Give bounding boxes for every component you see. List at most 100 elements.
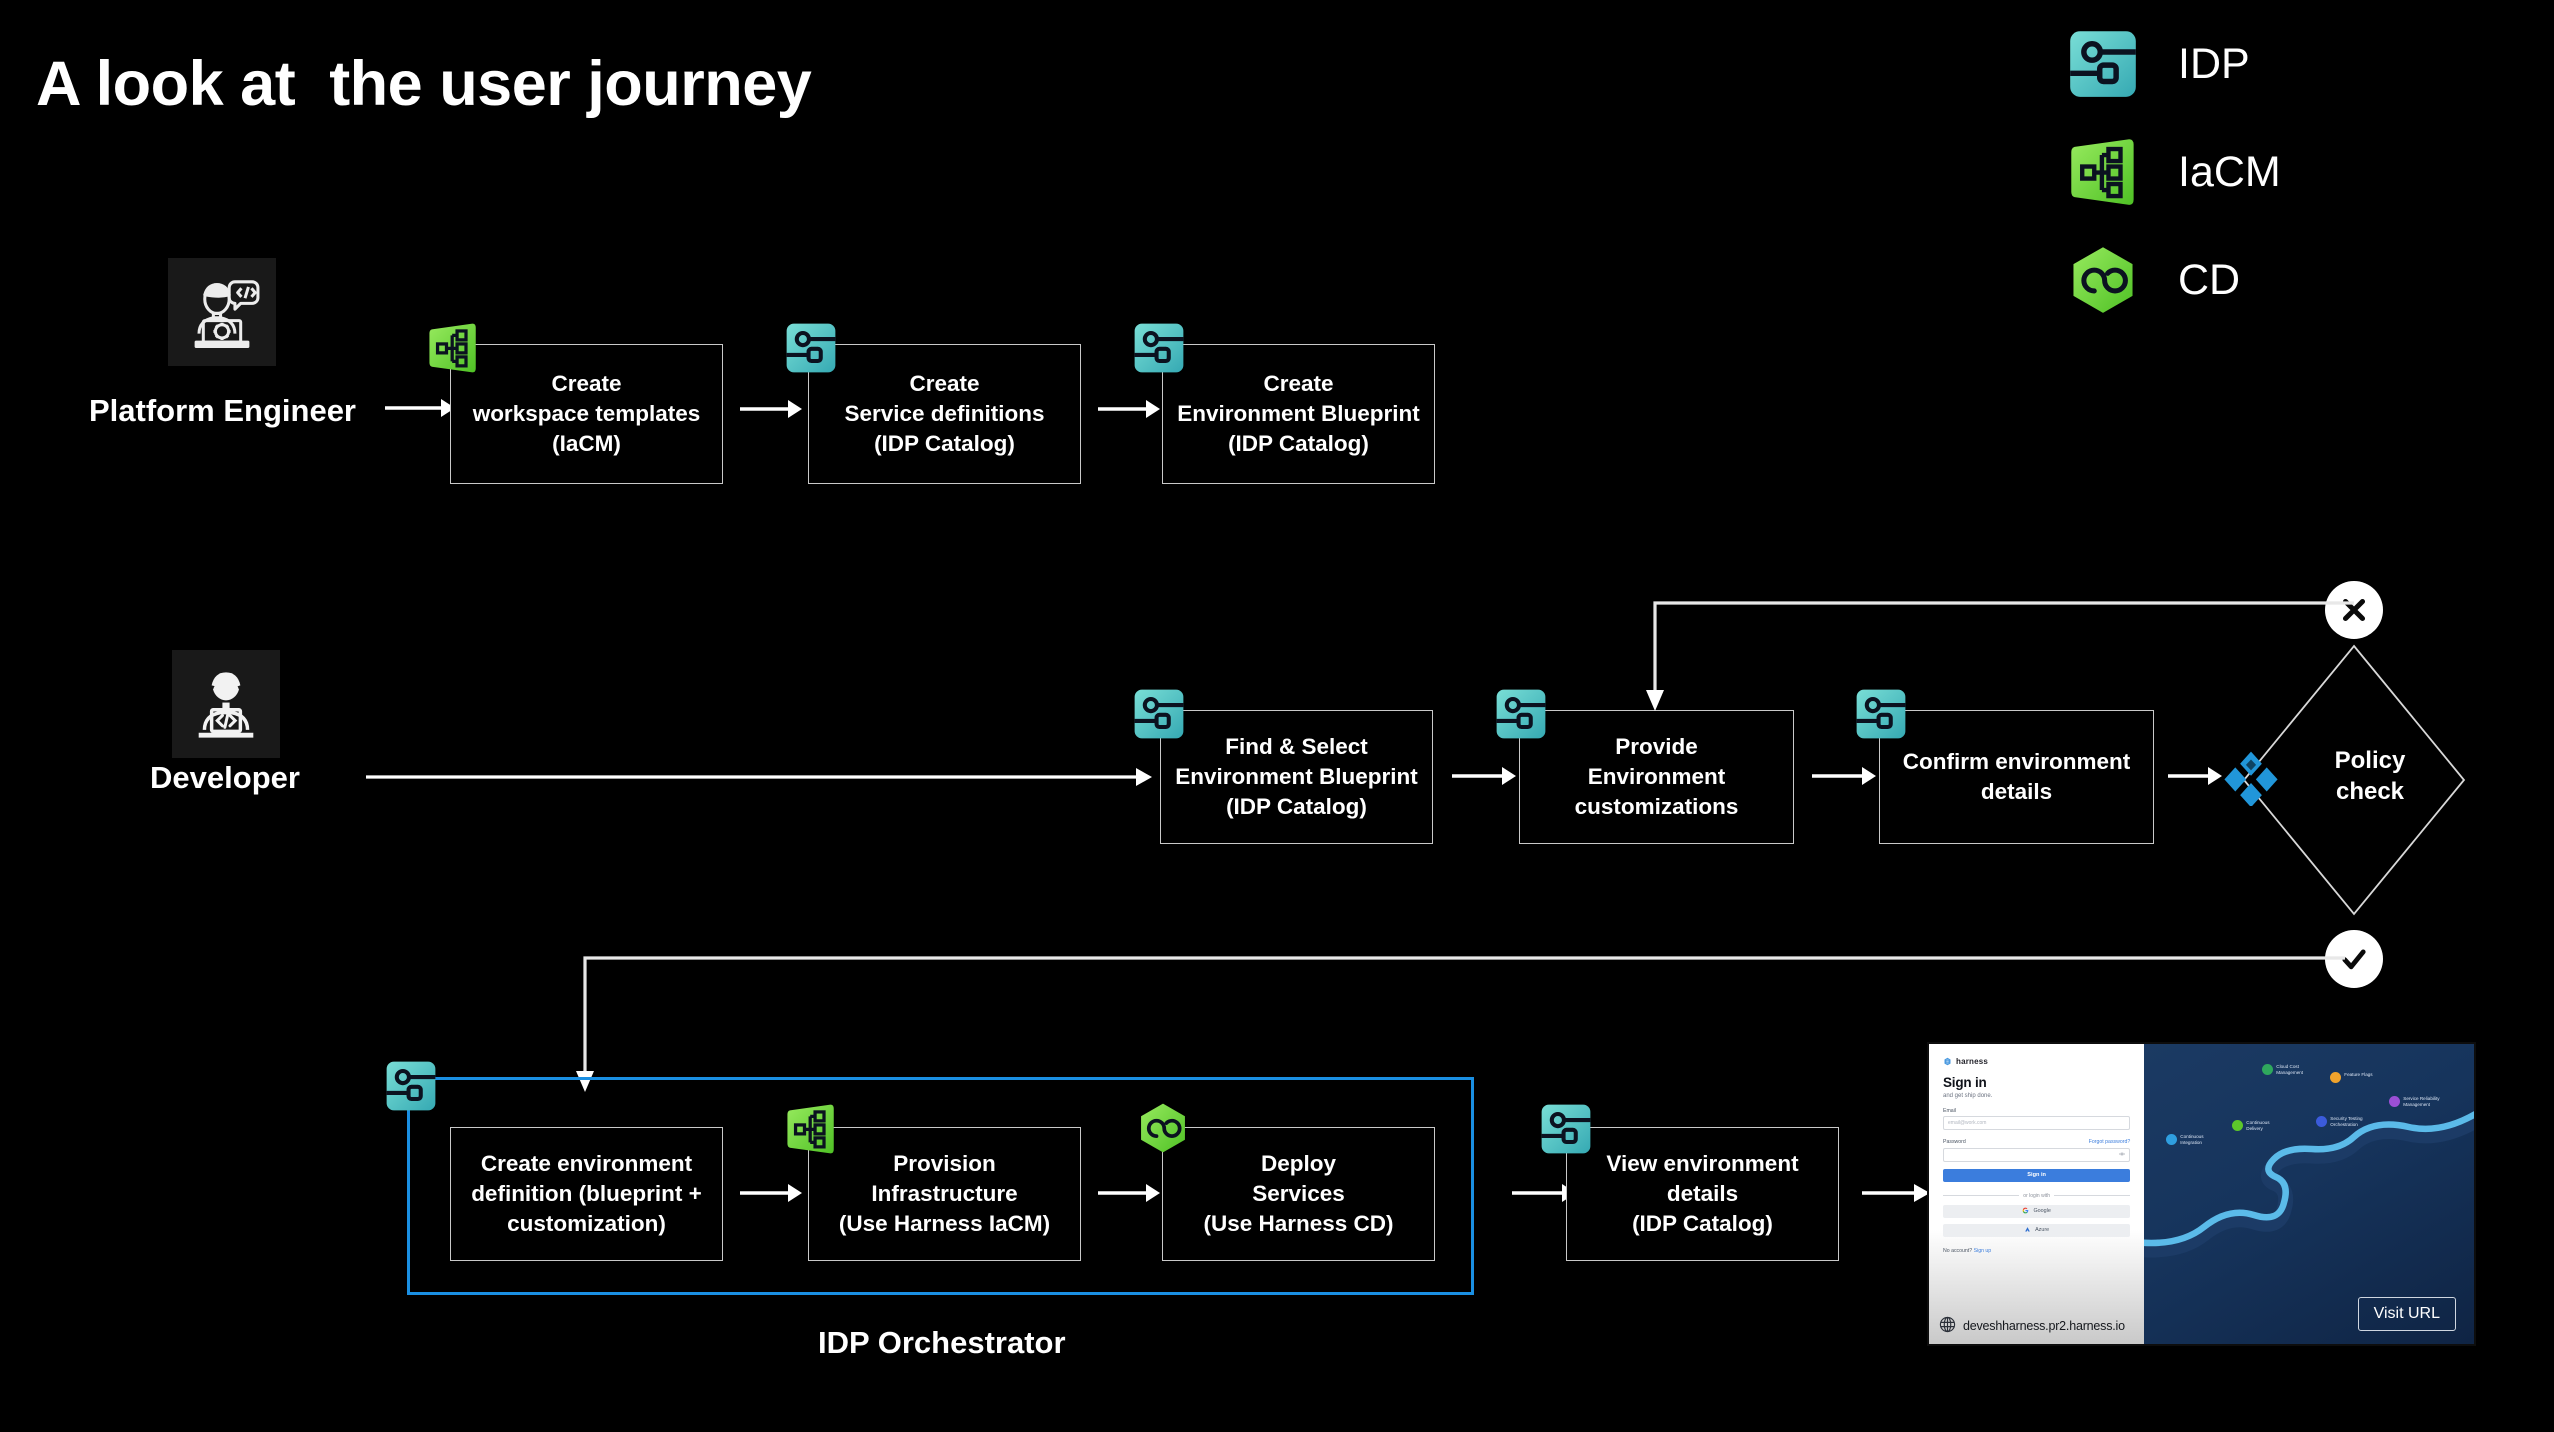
azure-login-button[interactable]: Azure: [1943, 1223, 2131, 1237]
divider-line-left: [1943, 1195, 2020, 1196]
step-create-service-definitions[interactable]: Create Service definitions (IDP Catalog): [808, 344, 1081, 484]
step-create-workspace-templates[interactable]: Create workspace templates (IaCM): [450, 344, 723, 484]
policy-opa-icon: [2222, 748, 2280, 811]
connector-find-to-provide: [1452, 767, 1516, 785]
step-label: Provide Environment customizations: [1574, 734, 1739, 819]
legend-item-label: IaCM: [2178, 147, 2281, 196]
roadmap-node-label: Service Reliability Management: [2403, 1096, 2440, 1107]
password-input[interactable]: [1943, 1147, 2131, 1162]
step-find-select-environment-blueprint[interactable]: Find & Select Environment Blueprint (IDP…: [1160, 710, 1433, 844]
roadmap-node-label: Security Testing Orchestration: [2330, 1116, 2363, 1127]
module-dot-icon: [2262, 1064, 2274, 1075]
step-label: Provision Infrastructure (Use Harness Ia…: [838, 1151, 1051, 1236]
page-title: A look at the user journey: [36, 49, 812, 119]
step-create-environment-definition[interactable]: Create environment definition (blueprint…: [450, 1127, 723, 1261]
developer-avatar-icon: [172, 650, 280, 758]
step-view-environment-details[interactable]: View environment details (IDP Catalog): [1566, 1127, 1839, 1261]
idp-module-icon: [1133, 688, 1185, 740]
google-login-label: Google: [2033, 1208, 2051, 1214]
eye-icon[interactable]: [2119, 1151, 2126, 1159]
idp-orchestrator-group: [407, 1077, 1474, 1295]
harness-logo-text: harness: [1956, 1057, 1989, 1066]
platform-engineer-label: Platform Engineer: [89, 393, 356, 428]
module-dot-icon: [2316, 1116, 2328, 1127]
connector-step1-to-step2: [740, 400, 802, 418]
no-account-row: No account? Sign up: [1943, 1248, 2130, 1254]
email-label: Email: [1943, 1107, 1956, 1114]
azure-icon: [2024, 1226, 2031, 1235]
idp-module-icon: [785, 322, 837, 374]
environment-url-screenshot-card[interactable]: harness Sign in and get ship done. Email…: [1929, 1044, 2474, 1344]
connector-step2-to-step3: [1098, 400, 1160, 418]
idp-module-icon: [1540, 1103, 1592, 1155]
environment-url-row: deveshharness.pr2.harness.io: [1939, 1316, 2125, 1336]
email-placeholder: email@work.com: [1948, 1120, 1987, 1126]
legend: IDP IaCM: [2068, 10, 2538, 334]
idp-orchestrator-label: IDP Orchestrator: [818, 1325, 1066, 1360]
harness-logo: harness: [1943, 1057, 2130, 1066]
legend-item-label: IDP: [2178, 39, 2250, 88]
forgot-password-link[interactable]: Forgot password?: [2088, 1139, 2131, 1145]
connector-provide-to-confirm: [1812, 767, 1876, 785]
signin-subheading: and get ship done.: [1943, 1092, 1993, 1099]
platform-engineer-avatar-icon: [168, 258, 276, 366]
roadmap-node-label: Continuous Integration: [2180, 1134, 2204, 1145]
connector-confirm-to-policy: [2168, 767, 2222, 785]
module-dot-icon: [2389, 1096, 2401, 1107]
signin-heading: Sign in: [1943, 1075, 1987, 1090]
step-deploy-services[interactable]: Deploy Services (Use Harness CD): [1162, 1127, 1435, 1261]
roadmap-node: Cloud Cost Management: [2262, 1064, 2303, 1075]
password-row: Password Forgot password?: [1943, 1139, 2130, 1145]
step-label: Create Environment Blueprint (IDP Catalo…: [1177, 371, 1420, 456]
roadmap-node: Feature Flags: [2330, 1072, 2373, 1083]
no-account-text: No account?: [1943, 1247, 1973, 1254]
check-circle-icon: [2325, 930, 2383, 988]
legend-item-label: CD: [2178, 255, 2241, 304]
roadmap-node: Continuous Delivery: [2232, 1120, 2270, 1131]
connector-policy-pass-loop: [576, 956, 2345, 1092]
visit-url-button[interactable]: Visit URL: [2357, 1297, 2456, 1331]
connector-policy-fail-loop: [1646, 601, 2354, 711]
step-create-environment-blueprint[interactable]: Create Environment Blueprint (IDP Catalo…: [1162, 344, 1435, 484]
iacm-module-icon: [2068, 137, 2138, 207]
harness-mark-icon: [1944, 1057, 1951, 1066]
step-confirm-environment-details[interactable]: Confirm environment details: [1879, 710, 2154, 844]
step-provide-environment-customizations[interactable]: Provide Environment customizations: [1519, 710, 1794, 844]
roadmap-illustration: Continuous Integration Continuous Delive…: [2144, 1044, 2474, 1344]
azure-login-label: Azure: [2035, 1227, 2050, 1233]
step-label: Deploy Services (Use Harness CD): [1203, 1151, 1394, 1236]
email-input[interactable]: email@work.com: [1943, 1116, 2131, 1130]
developer-label: Developer: [150, 760, 300, 795]
signup-link[interactable]: Sign up: [1973, 1247, 1992, 1254]
environment-url: deveshharness.pr2.harness.io: [1963, 1319, 2125, 1333]
connector-developer-to-find-select: [366, 768, 1152, 786]
step-label: Confirm environment details: [1902, 749, 2131, 804]
connector-provision-to-deploy: [1098, 1184, 1160, 1202]
step-label: Create environment definition (blueprint…: [471, 1151, 702, 1236]
step-label: Find & Select Environment Blueprint (IDP…: [1175, 734, 1418, 819]
globe-icon: [1939, 1316, 1956, 1336]
idp-module-icon: [1495, 688, 1547, 740]
x-circle-icon: [2325, 581, 2383, 639]
policy-check-label: Policy check: [2334, 747, 2406, 806]
legend-item-cd: CD: [2068, 226, 2538, 334]
connector-pe-to-step1: [385, 399, 455, 417]
module-dot-icon: [2330, 1072, 2342, 1083]
roadmap-node: Continuous Integration: [2166, 1134, 2204, 1145]
divider: or login with: [1943, 1193, 2131, 1199]
roadmap-node: Service Reliability Management: [2389, 1096, 2440, 1107]
roadmap-node-label: Continuous Delivery: [2246, 1120, 2270, 1131]
signin-button[interactable]: Sign in: [1943, 1168, 2131, 1182]
iacm-module-icon: [427, 322, 479, 374]
signin-panel: harness Sign in and get ship done. Email…: [1929, 1044, 2145, 1344]
roadmap-path: [2144, 1111, 2474, 1258]
cd-module-icon: [2068, 245, 2138, 315]
cd-module-icon: [1137, 1102, 1189, 1154]
iacm-module-icon: [785, 1103, 837, 1155]
password-label: Password: [1943, 1139, 1966, 1145]
step-label: Create workspace templates (IaCM): [472, 371, 701, 456]
step-provision-infrastructure[interactable]: Provision Infrastructure (Use Harness Ia…: [808, 1127, 1081, 1261]
google-login-button[interactable]: Google: [1943, 1204, 2131, 1218]
policy-check-decision[interactable]: [2238, 640, 2470, 920]
